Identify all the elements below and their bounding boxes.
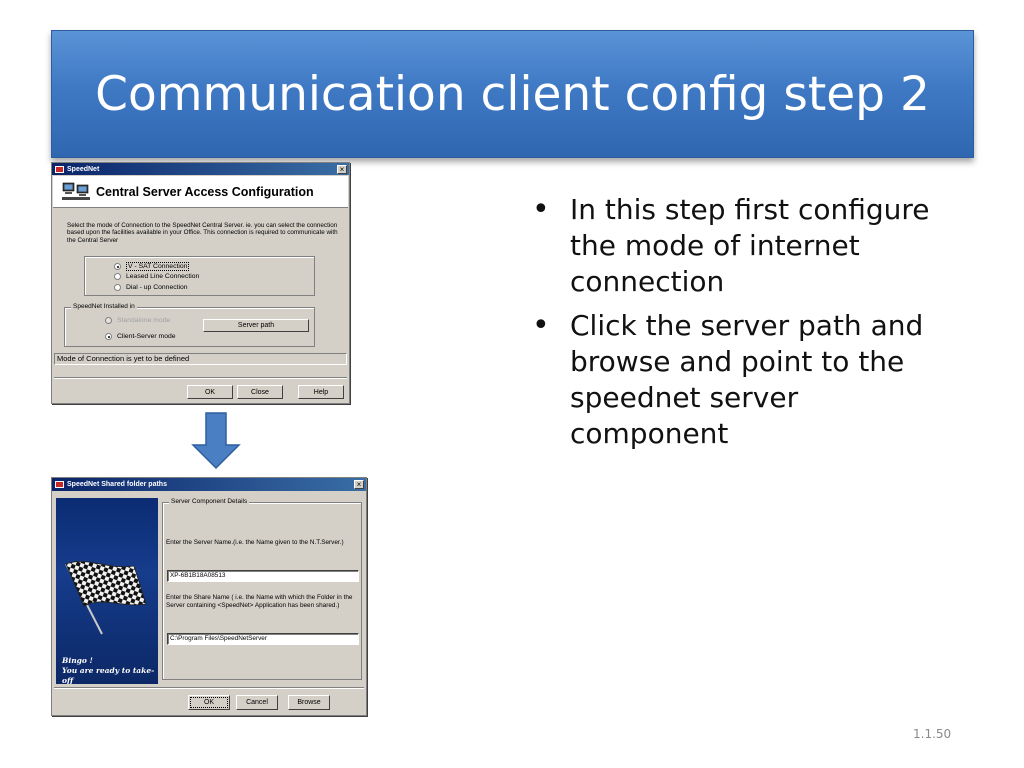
- radio-vsat-label: V - SAT Connection: [126, 262, 190, 271]
- radio-standalone: Standalone mode: [105, 317, 170, 324]
- dialog1-close-action-button[interactable]: Close: [237, 385, 283, 399]
- dialog1-ok-label: OK: [204, 388, 216, 396]
- app-icon: [55, 165, 64, 173]
- radio-vsat[interactable]: V - SAT Connection: [114, 262, 190, 271]
- bullet-list: • In this step first configure the mode …: [530, 192, 950, 460]
- radio-client-server-label: Client-Server mode: [117, 333, 176, 340]
- dialog2-browse-label: Browse: [297, 699, 321, 706]
- dialog1-ok-button[interactable]: OK: [187, 385, 233, 399]
- radio-vsat-button[interactable]: [114, 263, 121, 270]
- dialog2-close-button[interactable]: ×: [354, 480, 364, 489]
- dialog2-ok-button[interactable]: OK: [188, 695, 230, 710]
- radio-leased-line[interactable]: Leased Line Connection: [114, 273, 199, 280]
- dialog1-help-label: Help: [313, 388, 329, 396]
- connection-mode-group: V - SAT Connection Leased Line Connectio…: [84, 256, 315, 296]
- status-bar: Mode of Connection is yet to be defined: [54, 353, 347, 365]
- radio-leased-line-label: Leased Line Connection: [126, 273, 200, 280]
- radio-standalone-button: [105, 317, 112, 324]
- checkered-flag-icon: [65, 561, 147, 635]
- title-banner: Communication client config step 2: [51, 30, 974, 158]
- network-computers-icon: [62, 182, 90, 200]
- slide-number: 1.1.50: [913, 727, 952, 741]
- slide-title: Communication client config step 2: [95, 66, 930, 122]
- radio-dialup[interactable]: Dial - up Connection: [114, 284, 188, 291]
- dialog2-browse-button[interactable]: Browse: [288, 695, 330, 710]
- share-name-prompt: Enter the Share Name ( i.e. the Name wit…: [166, 594, 353, 609]
- dialog1-close-button[interactable]: ×: [337, 164, 347, 174]
- server-component-group: Server Component Details Enter the Serve…: [162, 498, 362, 680]
- dialog1-heading: Central Server Access Configuration: [96, 185, 314, 199]
- dialog2-window-title: SpeedNet Shared folder paths: [67, 481, 167, 488]
- dialog1-separator: [54, 377, 347, 379]
- installed-in-group: SpeedNet Installed in Standalone mode Cl…: [64, 303, 315, 347]
- dialog2-cancel-label: Cancel: [246, 699, 268, 706]
- server-path-button[interactable]: Server path: [203, 319, 309, 332]
- bullet-text: Click the server path and browse and poi…: [570, 309, 924, 450]
- bullet-dot-icon: •: [532, 192, 550, 227]
- radio-client-server-button[interactable]: [105, 333, 112, 340]
- server-component-group-label: Server Component Details: [169, 498, 250, 505]
- bingo-line-2: You are ready to take-off: [62, 666, 155, 684]
- bingo-panel: Bingo ! You are ready to take-off: [56, 498, 158, 684]
- dialog2-cancel-button[interactable]: Cancel: [236, 695, 278, 710]
- down-arrow-icon: [191, 412, 241, 470]
- radio-dialup-button[interactable]: [114, 284, 121, 291]
- app-icon: [55, 481, 64, 488]
- shared-folder-paths-dialog: SpeedNet Shared folder paths × Bingo ! Y…: [51, 477, 367, 716]
- radio-client-server[interactable]: Client-Server mode: [105, 333, 176, 340]
- bullet-text: In this step first configure the mode of…: [570, 193, 930, 298]
- bullet-item: • In this step first configure the mode …: [530, 192, 950, 300]
- bingo-caption: Bingo ! You are ready to take-off: [62, 656, 158, 684]
- share-name-input[interactable]: C:\Program Files\SpeedNetServer: [167, 633, 359, 645]
- dialog1-close-label: Close: [251, 388, 269, 396]
- dialog2-titlebar[interactable]: SpeedNet Shared folder paths ×: [52, 478, 366, 491]
- installed-in-group-label: SpeedNet Installed in: [71, 303, 137, 310]
- bullet-dot-icon: •: [532, 308, 550, 343]
- radio-standalone-label: Standalone mode: [117, 317, 171, 324]
- central-server-dialog: SpeedNet × Central Server Access Configu…: [51, 162, 350, 404]
- dialog1-description: Select the mode of Connection to the Spe…: [67, 222, 338, 244]
- dialog2-ok-label: OK: [203, 699, 215, 706]
- dialog2-separator: [54, 687, 364, 689]
- radio-leased-line-button[interactable]: [114, 273, 121, 280]
- server-name-input[interactable]: XP-6B1B18A08513: [167, 570, 359, 582]
- radio-dialup-label: Dial - up Connection: [126, 284, 188, 291]
- dialog1-header: Central Server Access Configuration: [53, 176, 348, 208]
- dialog1-help-button[interactable]: Help: [298, 385, 344, 399]
- bullet-item: • Click the server path and browse and p…: [530, 308, 950, 452]
- bingo-line-1: Bingo !: [62, 656, 93, 665]
- dialog1-window-title: SpeedNet: [67, 165, 100, 173]
- server-name-prompt: Enter the Server Name.(i.e. the Name giv…: [166, 539, 344, 546]
- server-path-button-label: Server path: [237, 322, 275, 329]
- dialog1-titlebar[interactable]: SpeedNet ×: [52, 163, 349, 175]
